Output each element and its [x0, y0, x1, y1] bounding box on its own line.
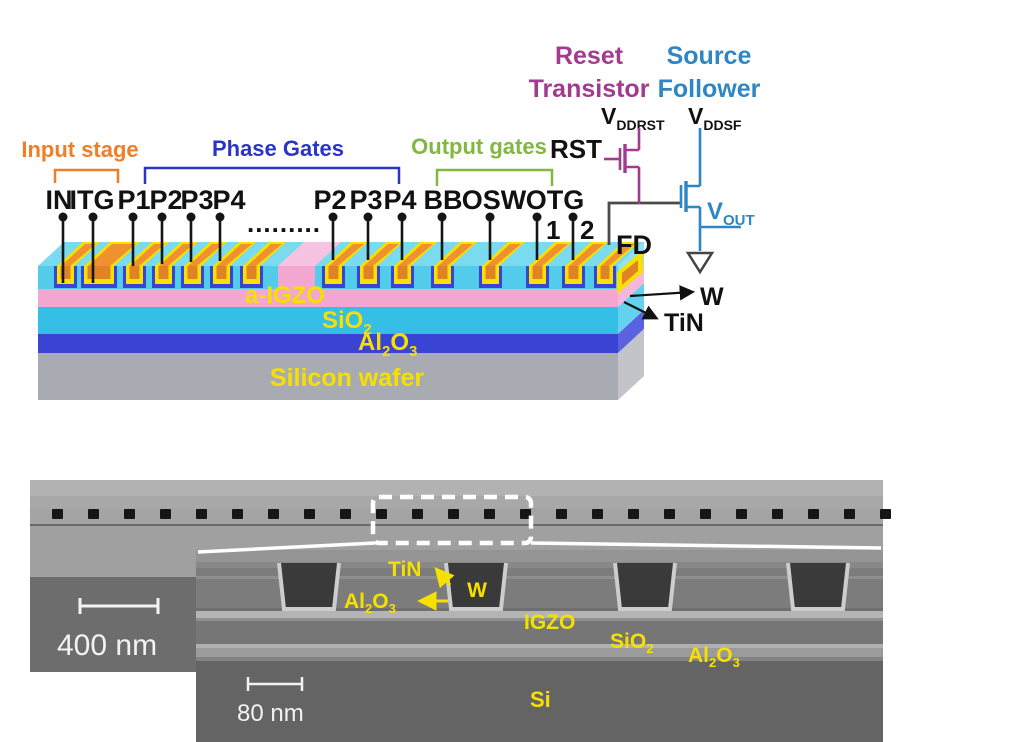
inset-sio2-band [196, 621, 883, 644]
vddsf-label: VDDSF [688, 103, 742, 133]
vout-label: VOUT [707, 198, 755, 229]
sem-inset: TiN W Al2O3 IGZO SiO2 Al2O3 Si 80 nm [196, 550, 883, 742]
side-wafer [618, 329, 644, 400]
circuit-titles: Reset Transistor Source Follower [529, 42, 761, 103]
scalebar-80nm-label: 80 nm [237, 700, 304, 727]
layer-label-aigzo: a-IGZO [245, 282, 325, 309]
layer-label-silicon-wafer: Silicon wafer [270, 364, 424, 392]
layer-labels: a-IGZO SiO2 Al2O3 Silicon wafer [245, 282, 424, 392]
front-aigzo-layer [38, 289, 618, 307]
front-al2o3-layer [38, 334, 618, 353]
phase-gates-title: Phase Gates [212, 136, 344, 161]
layer-label-sio2: SiO2 [322, 307, 372, 338]
sem-top-band [30, 480, 883, 496]
reset-transistor-symbol [604, 128, 641, 204]
label-otg: OTG [526, 185, 585, 215]
ground-symbol [685, 251, 715, 275]
label-tin: TiN [664, 309, 704, 337]
inset-line2 [196, 618, 883, 621]
rst-label: RST [550, 134, 602, 164]
side-fd-gate-w [622, 260, 638, 285]
sem-highlight-box [370, 494, 534, 546]
sem-gate-squares [52, 509, 891, 519]
inset-al2o3-bright [196, 644, 883, 648]
inset-label-si: Si [530, 687, 551, 712]
scalebar-80nm [246, 677, 304, 691]
device-schematic: IN ITG P1 P2 P3 P4 ......... P2 P3 P4 BB… [21, 42, 761, 400]
label-p2b: P2 [313, 185, 346, 215]
inset-label-igzo: IGZO [524, 611, 575, 634]
sf-title-2: Follower [658, 75, 761, 103]
label-p4b: P4 [383, 185, 416, 215]
fd-wire [607, 201, 681, 245]
sem-lower-left-panel [30, 577, 196, 672]
reset-title-1: Reset [555, 42, 624, 70]
inset-label-al2o3-bottom: Al2O3 [688, 644, 740, 670]
vddrst-label: VDDRST [601, 103, 665, 133]
label-ellipsis: ......... [247, 208, 321, 238]
label-itg: ITG [70, 185, 115, 215]
front-silicon-wafer [38, 353, 618, 400]
inset-label-tin: TiN [388, 558, 421, 581]
gate-labels: IN ITG P1 P2 P3 P4 ......... P2 P3 P4 BB… [46, 185, 653, 260]
front-sio2-layer [38, 307, 618, 334]
front-face-gates [54, 266, 616, 288]
label-w: W [700, 283, 724, 311]
tin-arrow [623, 301, 659, 320]
reset-title-2: Transistor [529, 75, 650, 103]
readout-circuit: Reset Transistor Source Follower VDDRST … [529, 42, 761, 275]
inset-tin-arrow [434, 567, 455, 589]
label-p3b: P3 [349, 185, 382, 215]
inset-transition [196, 657, 883, 661]
gap-front-aigzo [278, 266, 315, 289]
inset-label-sio2: SiO2 [610, 630, 653, 656]
scalebar-400nm [78, 598, 160, 614]
layer-label-al2o3: Al2O3 [358, 329, 417, 360]
inset-connector-left [197, 541, 376, 554]
metal-callouts: W TiN [623, 283, 724, 337]
label-p4: P4 [212, 185, 245, 215]
label-fd: FD [616, 230, 652, 260]
label-osw: OSW [462, 185, 527, 215]
top-surface-gate-stripes [57, 242, 639, 266]
phase-gates-bracket [143, 166, 401, 184]
inset-label-w: W [467, 579, 487, 602]
gap-top-aigzo [278, 242, 341, 266]
output-gates-bracket [435, 168, 554, 186]
input-stage-title: Input stage [21, 137, 138, 162]
front-face-layers [38, 266, 618, 400]
label-otg-1: 1 [546, 215, 560, 245]
inset-gate-base-line [196, 608, 883, 611]
inset-faint-line [196, 576, 883, 579]
label-p3: P3 [180, 185, 213, 215]
inset-connector-right [530, 541, 882, 550]
source-follower-symbol [679, 128, 741, 251]
w-arrow [629, 285, 696, 301]
side-face-layers [617, 242, 644, 400]
inset-top-bright [196, 550, 883, 562]
label-p1: P1 [117, 185, 150, 215]
inset-igzo-line [196, 611, 883, 618]
section-titles: Input stage Phase Gates Output gates [21, 134, 547, 162]
inset-label-al2o3-top: Al2O3 [344, 590, 396, 616]
sf-title-1: Source [667, 42, 752, 70]
inset-al2o3-band [196, 648, 883, 657]
sem-band2 [30, 496, 883, 508]
inset-labels: TiN W Al2O3 IGZO SiO2 Al2O3 Si [344, 558, 740, 712]
gate-leader-pins [58, 212, 578, 283]
sem-cross-section: 400 nm TiN W Al2O3 IGZO SiO2 A [30, 480, 891, 742]
inset-si-substrate [196, 661, 883, 742]
label-p2: P2 [149, 185, 182, 215]
label-in: IN [46, 185, 73, 215]
section-brackets [53, 166, 554, 186]
output-gates-title: Output gates [411, 134, 547, 159]
inset-top-band2 [196, 562, 883, 568]
label-bb: BB [424, 185, 463, 215]
label-otg-2: 2 [580, 215, 594, 245]
side-al2o3 [618, 310, 644, 353]
input-stage-bracket [53, 168, 120, 183]
scalebar-400nm-label: 400 nm [57, 629, 157, 662]
